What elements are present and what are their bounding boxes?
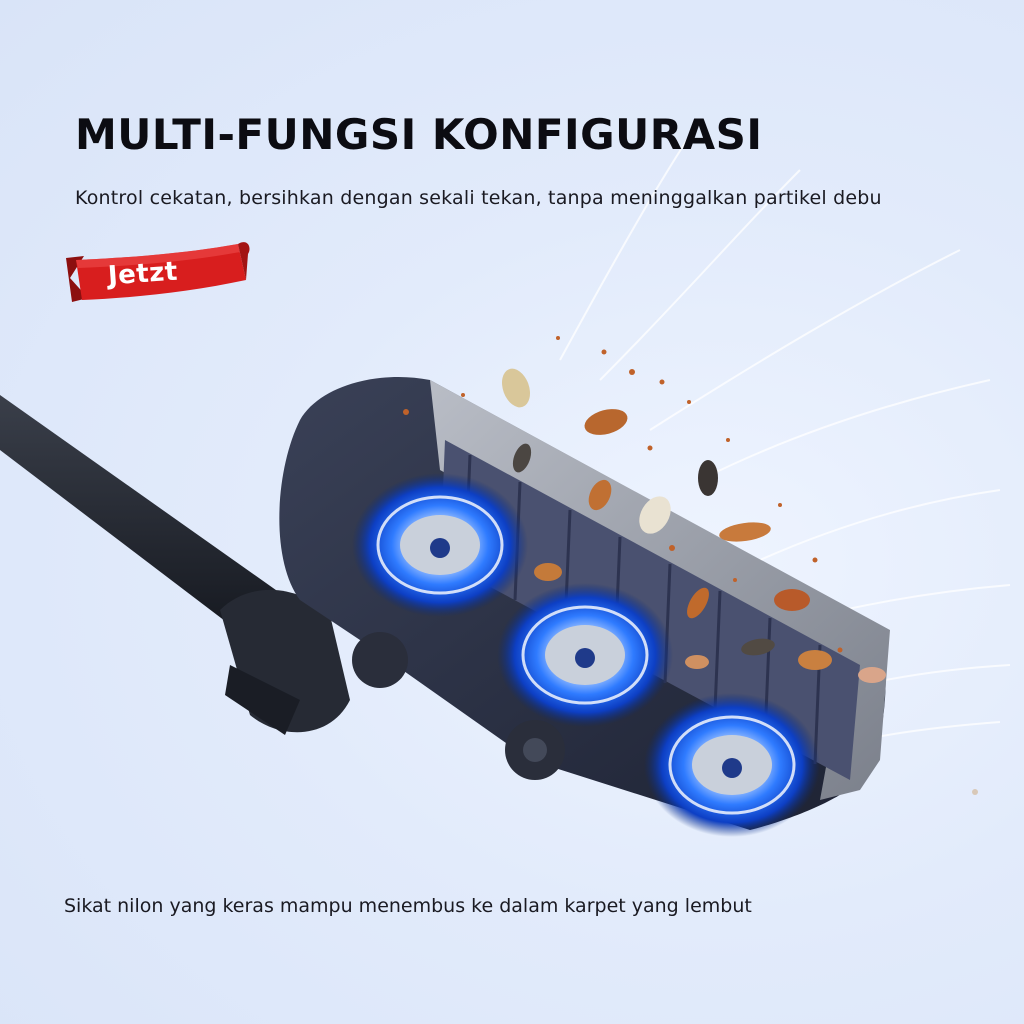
roller-glow-3: [644, 693, 820, 837]
feature-caption: Sikat nilon yang keras mampu menembus ke…: [64, 895, 752, 917]
vacuum-wand: [0, 395, 350, 735]
promo-ribbon-badge[interactable]: [62, 238, 252, 312]
page-subtitle: Kontrol cekatan, bersihkan dengan sekali…: [75, 187, 882, 209]
badge-label[interactable]: Jetzt: [107, 256, 179, 292]
roller-glow-1: [352, 473, 528, 617]
page-title: MULTI-FUNGSI KONFIGURASI: [75, 110, 763, 159]
roller-glow-2: [497, 583, 673, 727]
debris-particles: [403, 336, 978, 795]
